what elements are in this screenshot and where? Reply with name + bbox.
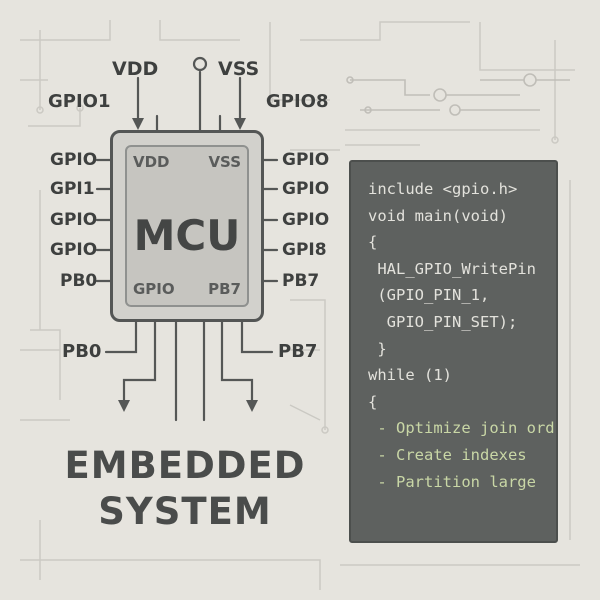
code-line: (GPIO_PIN_1, xyxy=(368,286,490,305)
code-line: { xyxy=(368,233,378,252)
code-line: void main(void) xyxy=(368,206,508,225)
vdd-label: VDD xyxy=(112,58,159,80)
right-pin-label: GPIO xyxy=(282,150,330,170)
chip-vdd-label: VDD xyxy=(133,153,170,171)
left-pin-label: GPIO xyxy=(50,210,98,230)
gpio8-label: GPIO8 xyxy=(266,91,329,112)
gpio1-label: GPIO1 xyxy=(48,91,111,112)
left-pin-label: PB0 xyxy=(60,271,98,291)
right-pin-label: GPIO xyxy=(282,179,330,199)
code-line: while (1) xyxy=(368,366,452,385)
mcu-label: MCU xyxy=(133,211,241,260)
chip-pb7-label: PB7 xyxy=(208,280,241,298)
code-line: { xyxy=(368,392,378,411)
title-line-2: SYSTEM xyxy=(98,490,272,533)
chip-vss-label: VSS xyxy=(208,153,241,171)
code-comment-line: - Partition large xyxy=(368,472,536,491)
vss-label: VSS xyxy=(218,58,260,80)
pb7-bottom-label: PB7 xyxy=(278,341,318,362)
mcu-chip: VDD VSS MCU GPIO PB7 xyxy=(110,130,264,322)
title-line-1: EMBEDDED xyxy=(64,444,306,487)
code-comment-line: - Create indexes xyxy=(368,446,527,464)
left-pin-label: GPIO xyxy=(50,240,98,260)
code-line: } xyxy=(368,339,387,358)
pb0-bottom-label: PB0 xyxy=(62,341,102,362)
right-pin-label: PB7 xyxy=(282,271,320,291)
right-pin-label: GPIO xyxy=(282,210,330,230)
right-pin-label: GPI8 xyxy=(282,240,327,260)
code-line: GPIO_PIN_SET); xyxy=(368,313,518,331)
code-panel: include <gpio.h> void main(void) { HAL_GPI… xyxy=(349,160,558,543)
mcu-chip-inner: VDD VSS MCU GPIO PB7 xyxy=(125,145,249,307)
left-pin-label: GPI1 xyxy=(50,179,95,199)
left-pin-label: GPIO xyxy=(50,150,98,170)
code-line: include <gpio.h> xyxy=(368,180,518,198)
code-line: HAL_GPIO_WritePin xyxy=(368,259,536,278)
chip-gpio-label: GPIO xyxy=(133,280,175,298)
code-comment-line: - Optimize join ord xyxy=(368,419,555,438)
